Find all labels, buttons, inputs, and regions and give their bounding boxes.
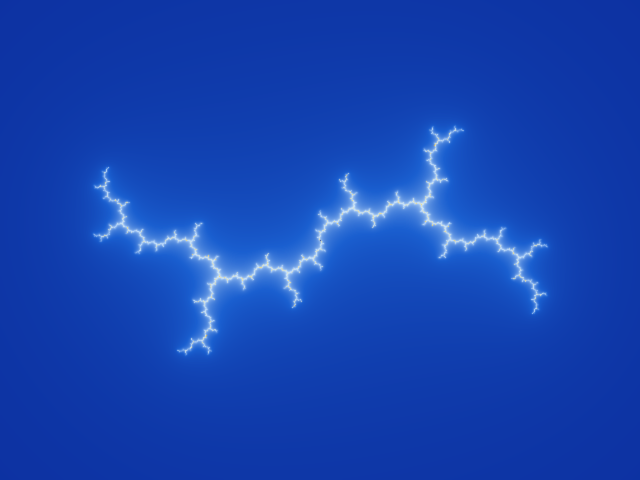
- julia-fractal-render: [0, 0, 640, 480]
